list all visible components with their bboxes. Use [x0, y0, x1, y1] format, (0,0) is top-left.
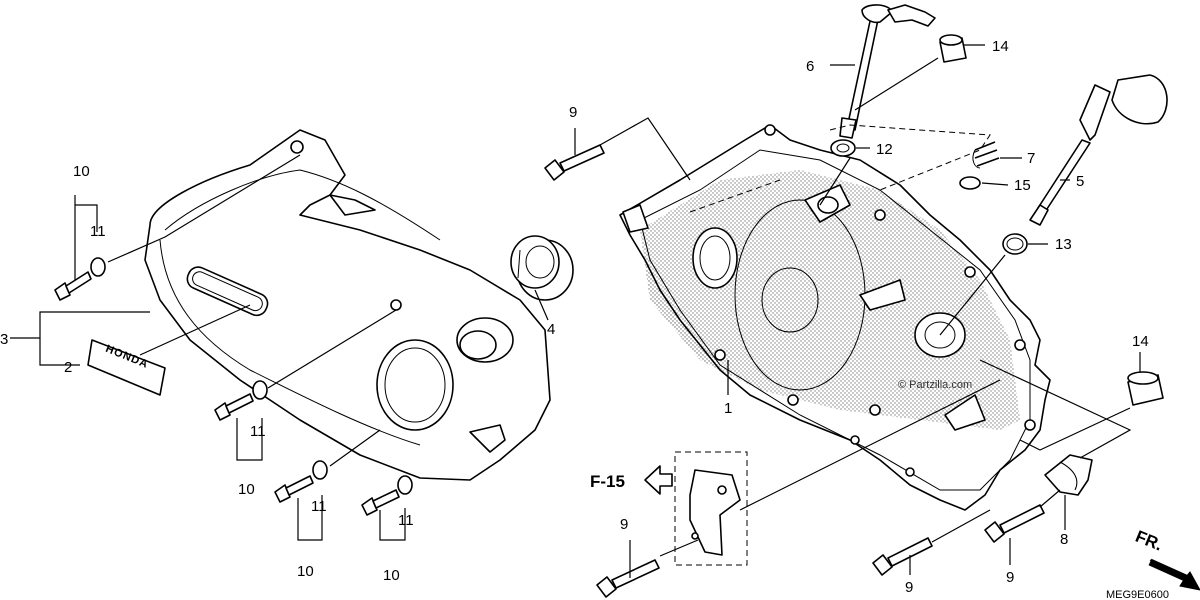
bolt-10-d [361, 489, 400, 516]
label-8: 8 [1060, 531, 1068, 548]
bolt-9-c [872, 537, 933, 576]
washer-11-b [252, 380, 268, 400]
label-10-b: 10 [238, 481, 255, 498]
collar-14-upper [939, 34, 967, 63]
right-crankcase-cover [619, 124, 1051, 511]
label-14-b: 14 [1132, 333, 1149, 350]
washer-11-c [312, 460, 328, 480]
right-leader-lines [574, 44, 1141, 578]
label-15: 15 [1014, 177, 1031, 194]
cable-guide-8 [1044, 454, 1093, 496]
collar-14-lower [1127, 371, 1164, 406]
label-6: 6 [806, 58, 814, 75]
bolt-9-b [596, 559, 660, 598]
label-1: 1 [724, 400, 732, 417]
label-3: 3 [0, 331, 8, 348]
oil-level-gauge [839, 4, 936, 139]
label-10-a: 10 [73, 163, 90, 180]
bolt-9-d [984, 504, 1045, 543]
label-11-b: 11 [250, 423, 266, 440]
label-10-d: 10 [383, 567, 400, 584]
left-leader-lines [10, 154, 549, 541]
label-4: 4 [547, 321, 555, 338]
washer-11-a [90, 257, 106, 277]
label-2: 2 [64, 359, 72, 376]
bolt-10-b [214, 393, 254, 421]
label-7: 7 [1027, 150, 1035, 167]
o-ring-13 [1002, 233, 1028, 255]
label-13: 13 [1055, 236, 1072, 253]
front-arrow-icon [1148, 558, 1200, 591]
label-12: 12 [876, 141, 893, 158]
oil-seal [510, 235, 574, 301]
bracket-f15 [674, 451, 748, 566]
f15-arrow-icon [644, 465, 673, 495]
label-11-a: 11 [90, 223, 106, 240]
label-9-a: 9 [569, 104, 577, 121]
diagram-code: MEG9E0600 [1106, 589, 1169, 600]
washer-15 [959, 176, 981, 190]
label-14-a: 14 [992, 38, 1009, 55]
left-crankcase-cover [144, 129, 551, 481]
oil-filler-cap-dipstick [1029, 74, 1168, 226]
bolt-9-a [544, 144, 605, 181]
label-11-c: 11 [311, 498, 327, 515]
ref-front: FR. [1133, 527, 1166, 555]
partzilla-watermark: © Partzilla.com [898, 379, 972, 391]
label-9-d: 9 [1006, 569, 1014, 586]
label-10-c: 10 [297, 563, 314, 580]
ref-f15: F-15 [590, 472, 625, 491]
label-5: 5 [1076, 173, 1084, 190]
o-ring-12 [830, 139, 856, 157]
label-9-c: 9 [905, 579, 913, 596]
bolt-10-c [274, 475, 314, 503]
washer-11-d [397, 475, 413, 495]
bolt-10-a [54, 271, 92, 301]
spring-7 [972, 141, 1000, 169]
label-11-d: 11 [398, 512, 414, 529]
label-9-b: 9 [620, 516, 628, 533]
